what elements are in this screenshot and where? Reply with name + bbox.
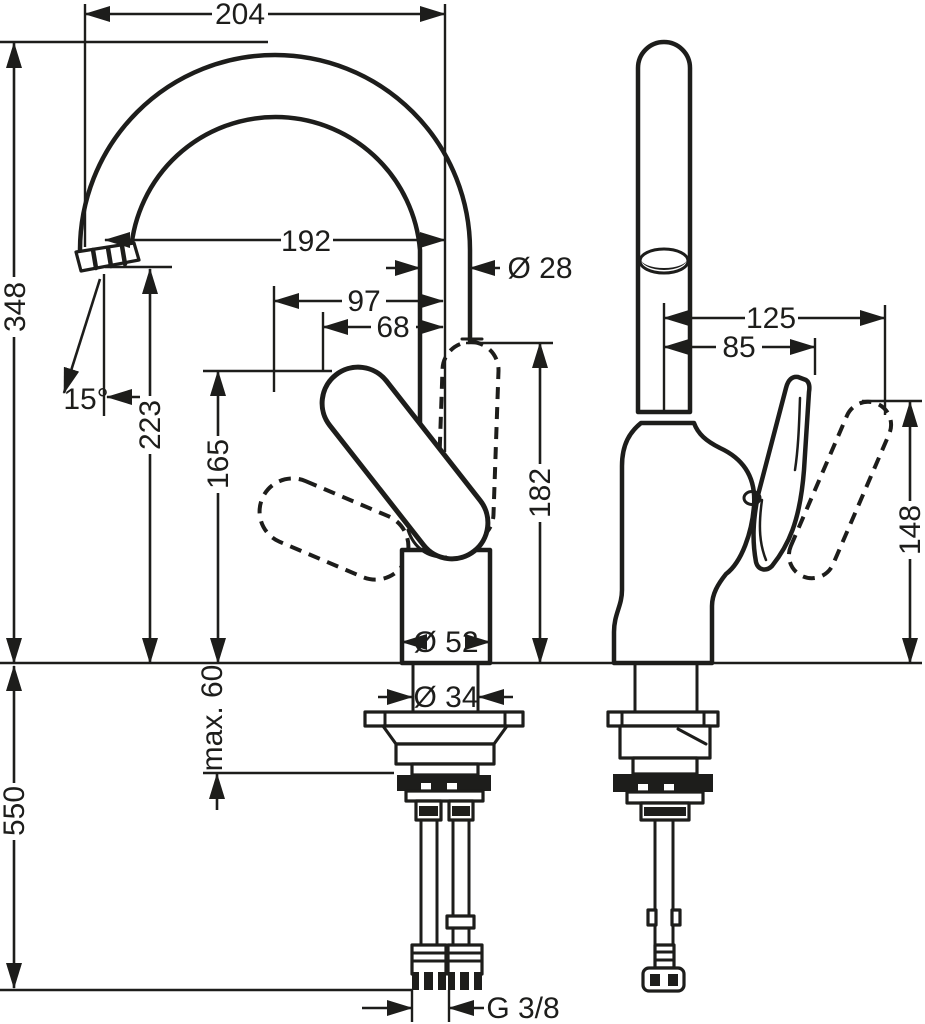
dim-182: 182	[524, 342, 557, 664]
dim-223-label: 223	[134, 400, 167, 450]
dim-165: 165	[202, 370, 235, 664]
spout-outer-arc	[77, 52, 473, 342]
dim-192-label: 192	[281, 225, 331, 258]
dim-550-label: 550	[0, 786, 31, 836]
dim-125-label: 125	[746, 302, 796, 335]
dim-max60-label: max. 60	[196, 665, 229, 772]
side-under-counter-hardware	[606, 661, 720, 993]
dim-68: 68	[322, 311, 444, 344]
dim-52: Ø 52	[401, 626, 491, 659]
dim-204: 204	[84, 0, 446, 31]
dim-223: 223	[134, 268, 167, 664]
dim-15deg: 15°	[62, 278, 140, 416]
dim-68-label: 68	[376, 311, 409, 344]
dim-28: Ø 28	[386, 252, 573, 285]
extension-lines	[83, 4, 922, 1022]
dim-97-label: 97	[347, 285, 380, 318]
handle-pivot-hole	[742, 490, 762, 506]
front-under-counter-hardware	[363, 661, 525, 990]
dim-148: 148	[894, 401, 925, 664]
dim-165-label: 165	[202, 439, 235, 489]
dim-348-label: 348	[0, 282, 32, 332]
dim-52-label: Ø 52	[413, 626, 478, 659]
handle-lever-front	[319, 364, 491, 562]
dim-34-label: Ø 34	[413, 681, 478, 714]
dim-192: 192	[104, 225, 446, 258]
front-view	[74, 52, 525, 990]
dim-g38: G 3/8	[362, 992, 560, 1024]
spout-inner-arc	[128, 114, 423, 453]
spout-outlet-side	[638, 247, 690, 275]
body-side	[611, 420, 757, 666]
dim-550: 550	[0, 665, 31, 989]
dim-34: Ø 34	[378, 681, 513, 714]
dim-85: 85	[663, 331, 816, 364]
dim-85-label: 85	[722, 331, 755, 364]
dim-204-label: 204	[215, 0, 265, 31]
handle-lever-side	[751, 374, 812, 572]
dim-182-label: 182	[524, 468, 557, 518]
dim-148-label: 148	[894, 505, 925, 555]
spout-aerator-cap	[74, 241, 141, 273]
handle-raised-dashed-side	[786, 399, 894, 581]
dim-97: 97	[273, 285, 444, 318]
dim-125: 125	[663, 302, 886, 335]
dim-15deg-label: 15°	[63, 383, 108, 416]
dim-max60: max. 60	[196, 665, 229, 810]
dim-348: 348	[0, 42, 32, 664]
side-view	[606, 39, 894, 993]
dim-g38-label: G 3/8	[486, 992, 559, 1024]
dim-28-label: Ø 28	[507, 252, 572, 285]
